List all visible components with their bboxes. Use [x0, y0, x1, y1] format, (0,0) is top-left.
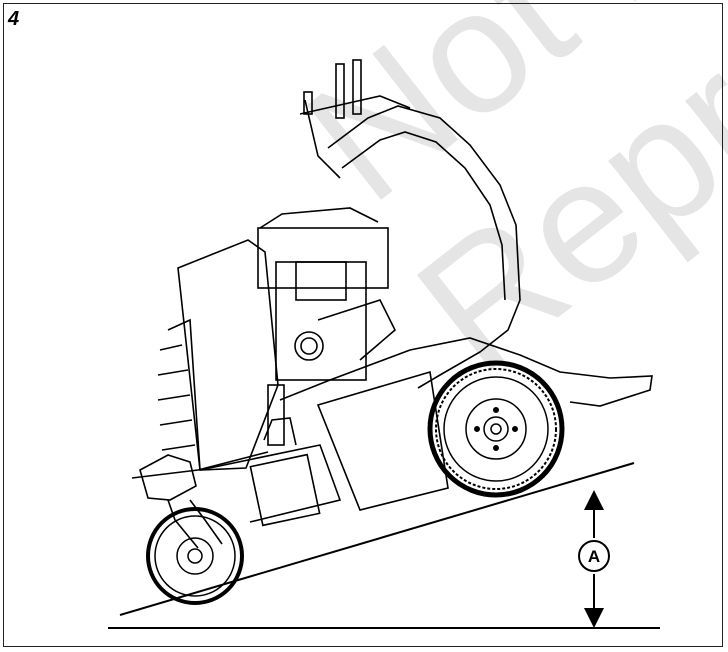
figure-number: 4 [8, 8, 20, 30]
callout-label: A [588, 547, 600, 566]
rear-wheel [427, 360, 565, 498]
callout-circle [578, 540, 610, 572]
machine-body [131, 59, 653, 549]
front-caster-wheel [146, 507, 244, 605]
figure-frame [3, 3, 723, 647]
ramp-surface [119, 462, 635, 616]
